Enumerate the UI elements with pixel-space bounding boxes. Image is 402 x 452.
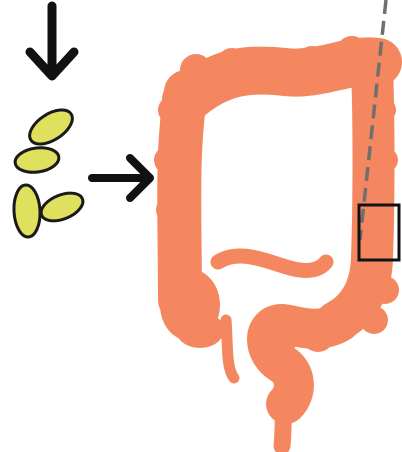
pellet xyxy=(37,188,87,227)
arrow-down-icon xyxy=(30,6,74,76)
pellet-group xyxy=(13,103,87,238)
colon xyxy=(154,36,399,446)
pellet xyxy=(13,184,42,237)
arrow-right-icon xyxy=(92,158,150,198)
pellet xyxy=(14,145,61,175)
pellet xyxy=(24,103,78,151)
